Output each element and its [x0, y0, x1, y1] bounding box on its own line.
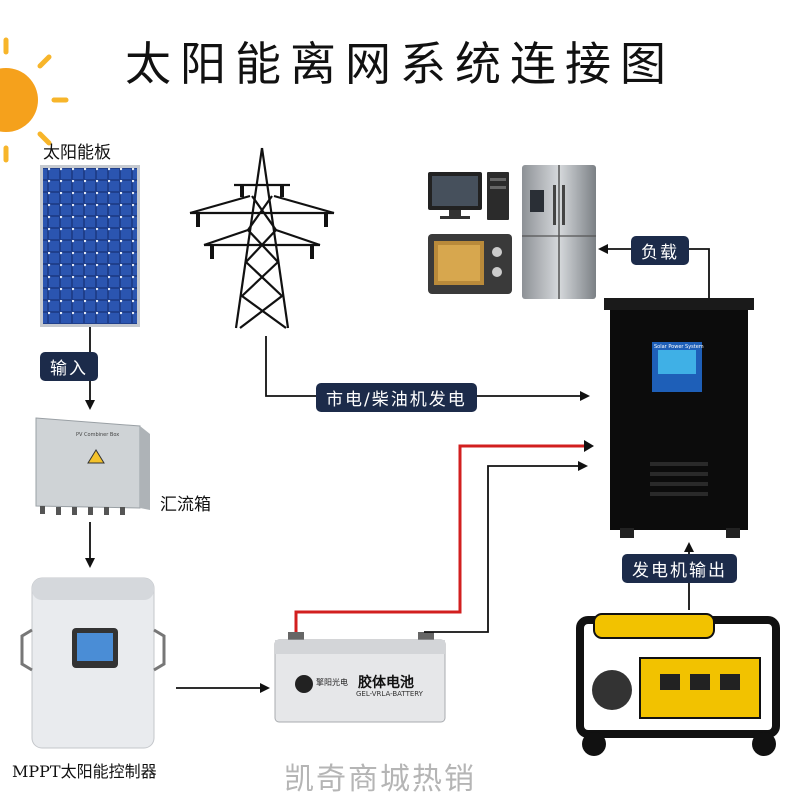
arrow-head-red-wire — [584, 440, 594, 452]
battery-brand: 擎阳光电 — [316, 678, 348, 687]
computer-icon — [428, 172, 509, 220]
battery-subtitle: GEL-VRLA-BATTERY — [356, 690, 423, 698]
combiner-box-text: PV Combiner Box — [76, 432, 120, 438]
wire-battery-black — [424, 461, 588, 633]
mppt-controller-label: MPPT太阳能控制器 — [12, 762, 157, 781]
generator-icon — [576, 613, 780, 756]
load-badge: 负载 — [631, 236, 689, 265]
input-badge: 输入 — [40, 352, 98, 381]
watermark: 凯奇商城热销 — [284, 762, 476, 797]
microwave-icon — [428, 234, 512, 294]
sun-icon — [0, 37, 69, 163]
grid-diesel-badge: 市电/柴油机发电 — [316, 383, 477, 412]
arrow-grid-to-inverter — [265, 336, 590, 401]
generator-output-badge: 发电机输出 — [622, 554, 737, 583]
refrigerator-icon — [522, 165, 596, 299]
battery-icon — [274, 632, 446, 723]
inverter-cabinet-icon — [604, 298, 754, 538]
wire-battery-red — [294, 444, 584, 632]
combiner-box-icon — [35, 417, 150, 515]
combiner-box-label: 汇流箱 — [160, 495, 211, 515]
mppt-controller-icon — [20, 577, 166, 749]
power-tower-icon — [189, 147, 335, 329]
solar-panel-icon — [40, 165, 140, 327]
solar-panel-label: 太阳能板 — [43, 143, 111, 163]
page-title: 太阳能离网系统连接图 — [125, 37, 675, 91]
battery-name: 胶体电池 — [358, 675, 414, 691]
inverter-screen-text: Solar Power System — [654, 344, 704, 350]
